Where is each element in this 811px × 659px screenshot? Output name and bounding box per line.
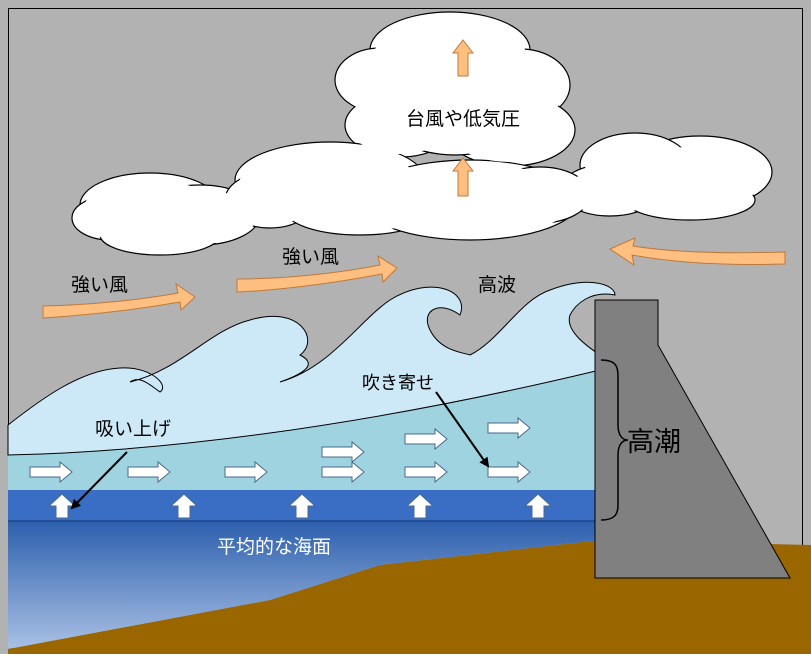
wind-setup-label: 吹き寄せ bbox=[362, 373, 434, 394]
wind-arrows bbox=[42, 237, 786, 319]
strong-wind-label-1: 強い風 bbox=[71, 274, 128, 296]
storm-surge-label: 高潮 bbox=[627, 427, 681, 458]
mean-sea bbox=[8, 520, 600, 649]
high-waves-label: 高波 bbox=[478, 274, 516, 296]
wind-arrow-icon bbox=[236, 254, 398, 293]
up-arrow-icon bbox=[451, 39, 475, 77]
mean-sea-level-label: 平均的な海面 bbox=[217, 536, 331, 558]
wind-setup-pointer bbox=[435, 391, 490, 468]
suction-arrows bbox=[47, 493, 553, 519]
suction-pointer bbox=[70, 451, 128, 510]
up-arrow-icon bbox=[451, 157, 475, 197]
wind-arrow-icon bbox=[608, 237, 786, 267]
wind-arrow-icon bbox=[42, 282, 196, 319]
strong-wind-label-2: 強い風 bbox=[282, 246, 339, 268]
wind-setup-arrows bbox=[29, 416, 531, 484]
seawall bbox=[594, 299, 791, 579]
wind-setup-water bbox=[8, 370, 600, 490]
suction-label: 吸い上げ bbox=[95, 418, 171, 440]
storm-surge-brace bbox=[600, 359, 629, 521]
high-waves bbox=[7, 281, 616, 456]
rising-air-arrows bbox=[451, 39, 475, 197]
typhoon-label: 台風や低気圧 bbox=[406, 108, 520, 130]
